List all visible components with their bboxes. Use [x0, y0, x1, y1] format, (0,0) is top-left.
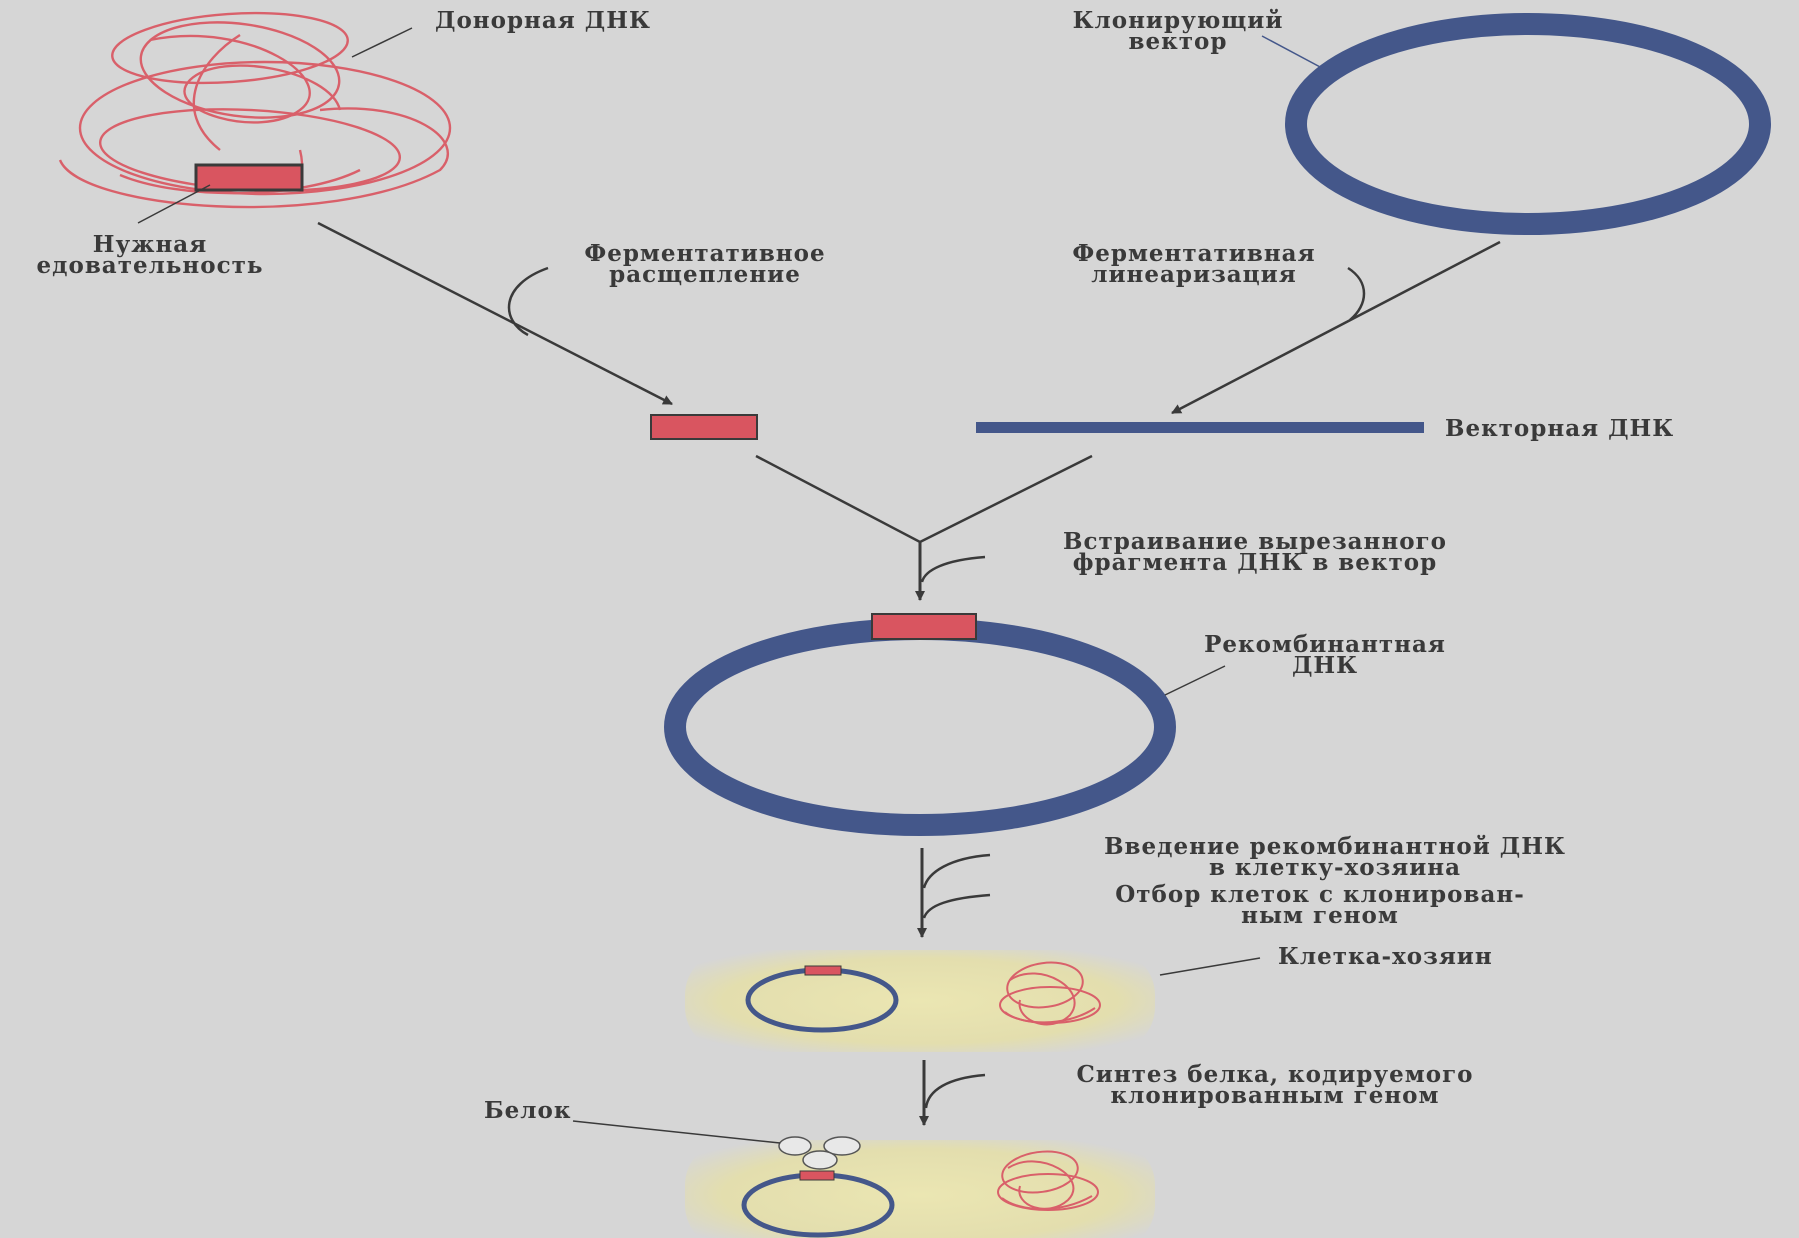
enzymatic-linearization-label: Ферментативная линеаризация — [1024, 240, 1364, 288]
recombinant-dna-line-1: Рекомбинантная — [1204, 631, 1446, 658]
needed-sequence-label: Нужная едовательность — [0, 231, 320, 279]
cloning-vector-line-2: вектор — [1128, 28, 1228, 55]
vector-dna-label: Векторная ДНК — [1445, 415, 1675, 442]
introduction-label: Введение рекомбинантной ДНК в клетку-хоз… — [1010, 833, 1660, 881]
introduction-bracket — [922, 853, 991, 889]
cloning-vector-pointer — [1261, 35, 1323, 69]
linearization-arrow — [1171, 240, 1501, 415]
recombinant-dna-line-2: ДНК — [1291, 652, 1359, 679]
donor-dna-label: Донорная ДНК — [435, 7, 651, 34]
recombinant-dna-label: Рекомбинантная ДНК — [1150, 631, 1500, 679]
synthesis-bracket — [924, 1073, 986, 1109]
selection-label: Отбор клеток с клонирован- ным геном — [1010, 881, 1630, 929]
introduction-line-1: Введение рекомбинантной ДНК — [1104, 833, 1566, 860]
recombinant-insert — [871, 613, 977, 640]
introduction-line-2: в клетку-хозяина — [1208, 854, 1462, 881]
cloning-vector-line-1: Клонирующий — [1072, 7, 1284, 34]
protein-molecules — [778, 1136, 861, 1170]
enzymatic-cleavage-label: Ферментативное расщепление — [530, 240, 880, 288]
enzymatic-linearization-line-1: Ферментативная — [1072, 240, 1316, 267]
cut-fragment — [650, 414, 758, 440]
linearization-bracket — [1347, 266, 1366, 321]
insertion-label: Встраивание вырезанного фрагмента ДНК в … — [990, 528, 1520, 576]
insertion-bracket — [920, 555, 986, 583]
insertion-line-2: фрагмента ДНК в вектор — [1072, 549, 1438, 576]
vector-dna-text: Векторная ДНК — [1445, 415, 1675, 442]
needed-sequence-line-2: едовательность — [36, 252, 264, 279]
protein-label: Белок — [484, 1097, 572, 1124]
cloning-vector-ring — [1285, 13, 1771, 235]
protein-synthesis-label: Синтез белка, кодируемого клонированным … — [995, 1061, 1555, 1109]
host-cell-2 — [685, 1140, 1155, 1238]
host-cell-2-chromosome — [997, 1150, 1099, 1211]
host-cell-1 — [685, 950, 1155, 1052]
needed-sequence-pointer — [137, 184, 211, 224]
enzymatic-cleavage-line-2: расщепление — [609, 261, 801, 288]
needed-sequence-block — [194, 163, 304, 192]
selection-line-2: ным геном — [1241, 902, 1399, 929]
donor-dna-pointer — [351, 27, 413, 58]
host-cell-1-chromosome — [999, 961, 1101, 1026]
recombinant-dna-ring — [664, 618, 1176, 836]
selection-line-1: Отбор клеток с клонирован- — [1115, 881, 1525, 908]
enzymatic-cleavage-line-1: Ферментативное — [584, 240, 826, 267]
donor-dna-text: Донорная ДНК — [435, 7, 651, 34]
merge-lines — [755, 454, 1093, 544]
host-cell-2-plasmid-insert — [799, 1170, 835, 1181]
selection-bracket — [922, 893, 991, 919]
cloning-vector-label: Клонирующий вектор — [1028, 7, 1328, 55]
protein-synthesis-line-2: клонированным геном — [1110, 1082, 1440, 1109]
host-cell-label: Клетка-хозяин — [1278, 943, 1493, 970]
enzymatic-linearization-line-2: линеаризация — [1091, 261, 1297, 288]
insertion-line-1: Встраивание вырезанного — [1063, 528, 1447, 555]
cleavage-bracket — [507, 266, 549, 337]
host-cell-1-plasmid-insert — [804, 965, 842, 976]
protein-text: Белок — [484, 1097, 572, 1124]
host-cell-text: Клетка-хозяин — [1278, 943, 1493, 970]
protein-synthesis-line-1: Синтез белка, кодируемого — [1076, 1061, 1474, 1088]
host-cell-pointer — [1159, 957, 1261, 976]
cleavage-arrow — [317, 221, 673, 406]
protein-pointer — [572, 1120, 781, 1144]
needed-sequence-line-1: Нужная — [92, 231, 208, 258]
linear-vector-dna — [976, 422, 1424, 433]
recombinant-pointer — [1164, 665, 1226, 696]
